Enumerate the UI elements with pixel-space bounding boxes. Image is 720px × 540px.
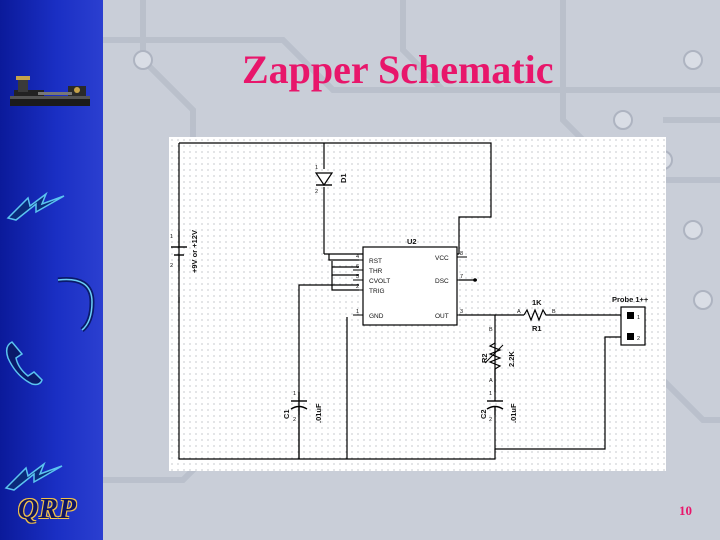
- u2-pin-dsc-name: DSC: [435, 278, 449, 285]
- battery-symbol: 1 2 +9V or +12V: [170, 230, 199, 273]
- c2-ref-label: C2: [479, 409, 488, 419]
- u2-pin-thr-name: THR: [369, 268, 383, 275]
- resistor-r1: 1K R1 A B: [517, 298, 556, 333]
- battery-value-label: +9V or +12V: [190, 230, 199, 273]
- phone-icon: [5, 341, 43, 386]
- r2-pin-a-label: A: [489, 378, 493, 384]
- u2-pin-trig-name: TRIG: [369, 288, 385, 295]
- zapper-schematic-diagram: 1 2 +9V or +12V 1 2 D1 U2 4 RST: [170, 142, 649, 460]
- r1-pin-a-label: A: [517, 309, 521, 315]
- d1-pin2-label: 2: [315, 189, 318, 195]
- u2-pin-rst-name: RST: [369, 258, 382, 265]
- antenna-arc-icon: [57, 276, 95, 332]
- u2-pin-out-num: 3: [460, 309, 463, 315]
- lightning-icon: [6, 191, 65, 221]
- r2-value-label: 2.2K: [507, 351, 516, 367]
- battery-pin1-label: 1: [170, 234, 173, 240]
- c1-ref-label: C1: [282, 409, 291, 419]
- u2-pin-dsc-num: 7: [460, 274, 463, 280]
- u2-pin-trig-num: 2: [356, 284, 359, 290]
- c2-pin1-label: 1: [489, 391, 492, 397]
- u2-pin-cvolt-name: CVOLT: [369, 278, 390, 285]
- u2-pin-rst-num: 4: [356, 254, 359, 260]
- ic-u2-555-timer: U2 4 RST 6 THR 5 CVOLT 2 TRIG 1 GND 8 VC…: [353, 237, 477, 326]
- schematic-panel: 1 2 +9V or +12V 1 2 D1 U2 4 RST: [169, 137, 666, 471]
- r1-value-label: 1K: [532, 298, 542, 307]
- u2-pin-gnd-name: GND: [369, 313, 384, 320]
- u2-pin-vcc-num: 8: [460, 251, 463, 257]
- lightning-icon: [4, 461, 63, 491]
- probe-pin1-label: 1: [637, 315, 640, 321]
- slide-title: Zapper Schematic: [242, 47, 554, 92]
- u2-pin-cvolt-num: 5: [356, 274, 359, 280]
- qrp-logo: QRP: [18, 494, 77, 525]
- d1-pin1-label: 1: [315, 165, 318, 171]
- d1-ref-label: D1: [339, 173, 348, 183]
- u2-ref-label: U2: [407, 237, 417, 246]
- probe-pin2-label: 2: [637, 336, 640, 342]
- battery-pin2-label: 2: [170, 263, 173, 269]
- r2-ref-label: R2: [480, 353, 489, 363]
- capacitor-c2: 1 2 C2 .01uF: [479, 391, 518, 423]
- capacitor-c1: 1 2 C1 .01uF: [282, 391, 323, 423]
- slide-number: 10: [679, 503, 692, 518]
- u2-pin-thr-num: 6: [356, 264, 359, 270]
- u2-pin-gnd-num: 1: [356, 309, 359, 315]
- r1-ref-label: R1: [532, 324, 542, 333]
- probe-connector: Probe 1++ 1 2: [612, 295, 649, 346]
- u2-pin-out-name: OUT: [435, 313, 449, 320]
- u2-pin-vcc-name: VCC: [435, 255, 449, 262]
- c2-value-label: .01uF: [509, 403, 518, 423]
- probe-label: Probe 1++: [612, 295, 649, 304]
- c1-value-label: .01uF: [314, 403, 323, 423]
- r2-pin-b-label: B: [489, 327, 493, 333]
- diode-d1-symbol: 1 2 D1: [314, 165, 348, 195]
- left-sidebar-band: QRP: [0, 0, 103, 540]
- r1-pin-b-label: B: [552, 309, 556, 315]
- c2-pin2-label: 2: [489, 417, 492, 423]
- c1-pin1-label: 1: [293, 391, 296, 397]
- c1-pin2-label: 2: [293, 417, 296, 423]
- telegraph-key-icon: [10, 76, 90, 106]
- resistor-r2: B A R2 2.2K: [480, 327, 516, 384]
